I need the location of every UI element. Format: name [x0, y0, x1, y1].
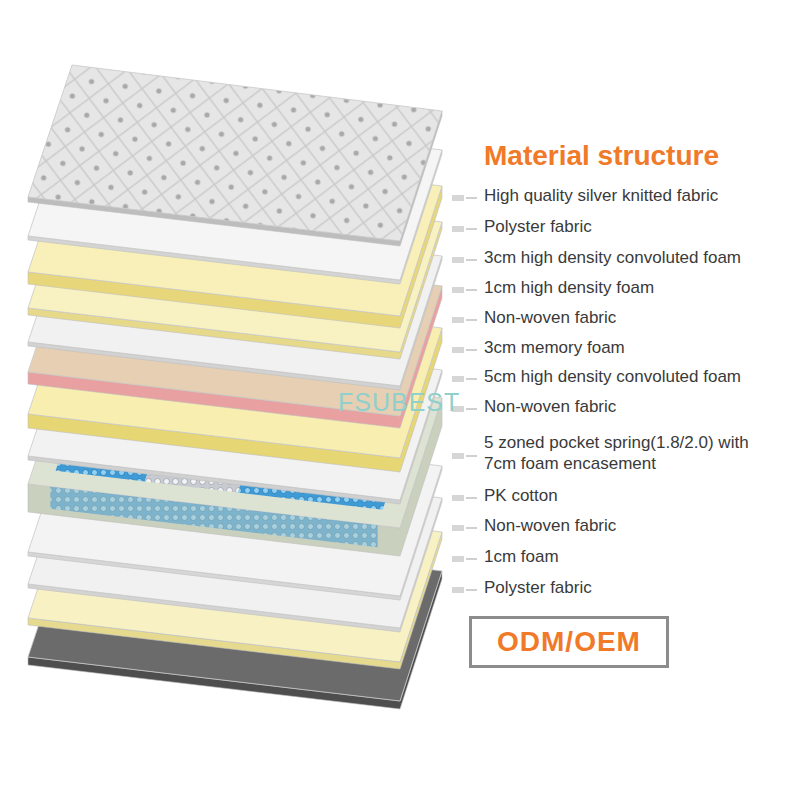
layer-label: Non-woven fabric: [484, 515, 616, 536]
layer-label: High quality silver knitted fabric: [484, 185, 718, 206]
diagram-title: Material structure: [484, 140, 719, 172]
leader-line: [466, 259, 477, 261]
watermark: FSUBEST: [338, 388, 460, 417]
leader-line: [466, 197, 477, 199]
leader-mark: [452, 287, 464, 293]
layer-label: Non-woven fabric: [484, 307, 616, 328]
mattress-layer: [28, 65, 442, 246]
leader-mark: [452, 376, 464, 382]
leader-mark: [452, 195, 464, 201]
layer-label: 1cm high density foam: [484, 277, 654, 298]
leader-line: [466, 558, 477, 560]
leader-mark: [452, 347, 464, 353]
layer-label: 5cm high density convoluted foam: [484, 366, 741, 387]
leader-line: [466, 349, 477, 351]
leader-mark: [452, 587, 464, 593]
leader-mark: [452, 257, 464, 263]
leader-mark: [452, 317, 464, 323]
layer-label: Polyster fabric: [484, 577, 592, 598]
layer-label: PK cotton: [484, 485, 558, 506]
leader-line: [466, 319, 477, 321]
leader-mark: [452, 453, 464, 459]
layer-label: 3cm memory foam: [484, 337, 625, 358]
leader-line: [466, 228, 477, 230]
leader-mark: [452, 495, 464, 501]
layer-label: 3cm high density convoluted foam: [484, 247, 741, 268]
leader-line: [466, 527, 477, 529]
mattress-layers: [28, 65, 442, 709]
badge-text: ODM/OEM: [497, 626, 641, 658]
leader-line: [466, 589, 477, 591]
leader-mark: [452, 226, 464, 232]
leader-mark: [452, 525, 464, 531]
layer-label: 1cm foam: [484, 546, 559, 567]
layer-top: [28, 65, 442, 241]
badge-box: ODM/OEM: [469, 616, 669, 668]
leader-mark: [452, 556, 464, 562]
leader-line: [466, 408, 477, 410]
leader-line: [466, 455, 477, 457]
leader-line: [466, 497, 477, 499]
layer-label: 5 zoned pocket spring(1.8/2.0) with 7cm …: [484, 432, 784, 474]
layer-label: Non-woven fabric: [484, 396, 616, 417]
layer-label: Polyster fabric: [484, 216, 592, 237]
leader-line: [466, 289, 477, 291]
leader-line: [466, 378, 477, 380]
